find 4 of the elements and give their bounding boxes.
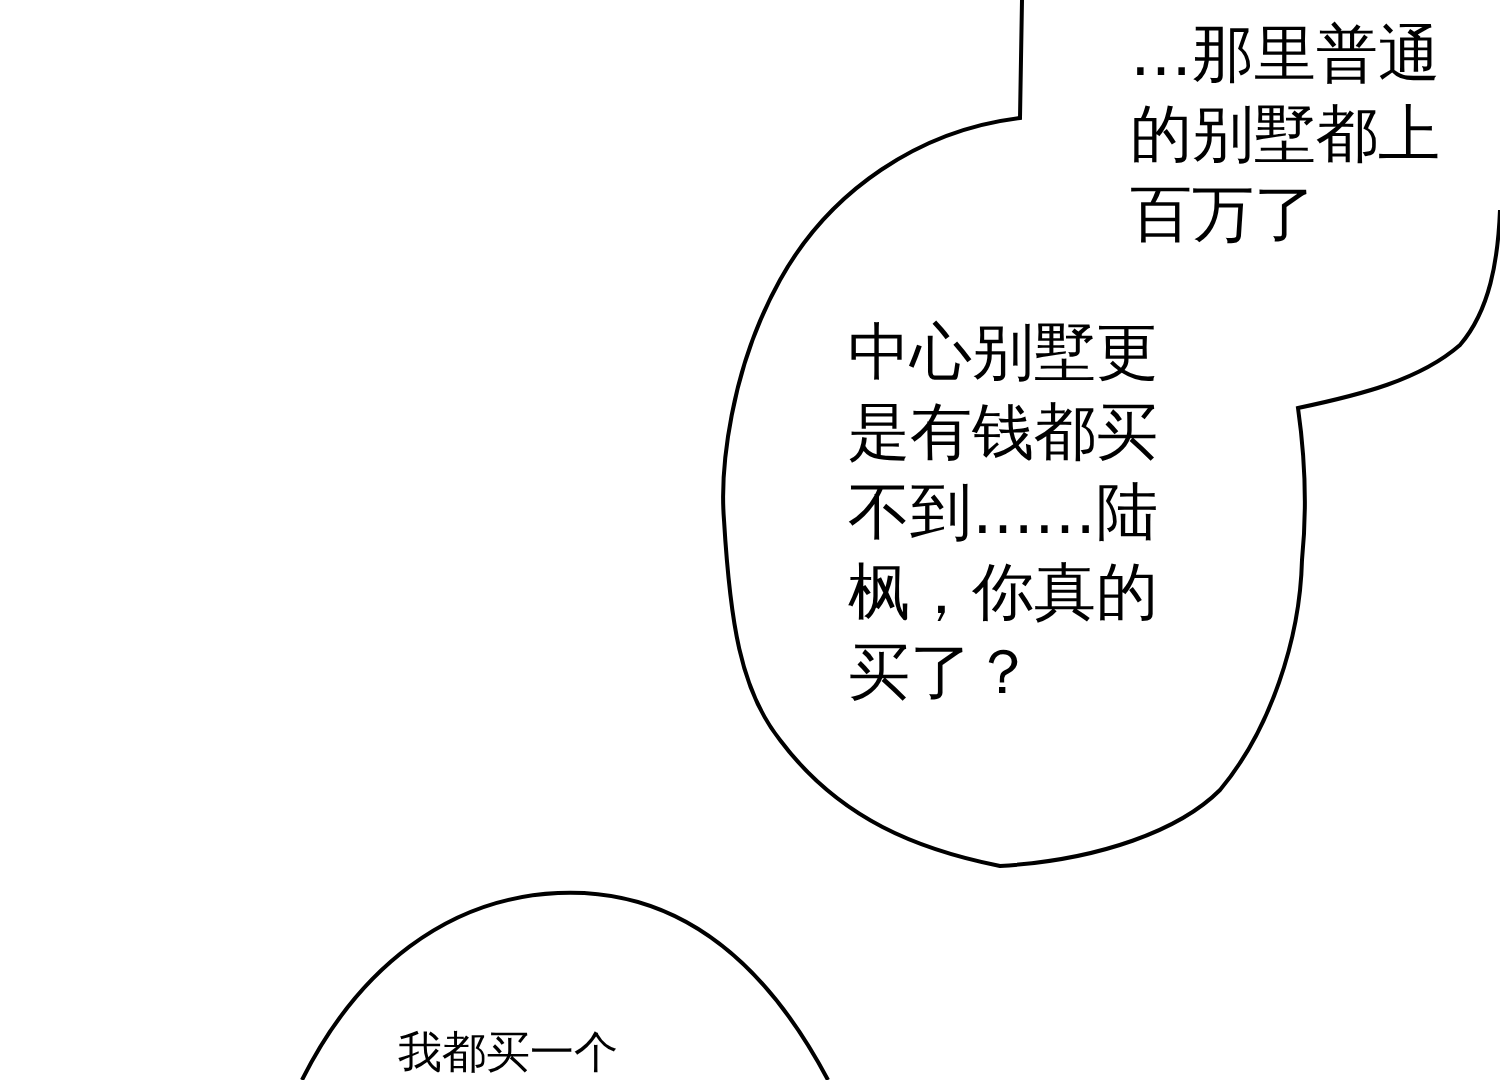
dialogue-text: 我都买一个: [398, 1026, 619, 1078]
dialogue-text: 中心别墅更是有钱都买不到……陆枫，你真的买了？: [848, 314, 1159, 710]
speech-bubble: [720, 0, 1500, 870]
dialogue-text: …那里普通的别墅都上百万了: [1130, 16, 1441, 252]
